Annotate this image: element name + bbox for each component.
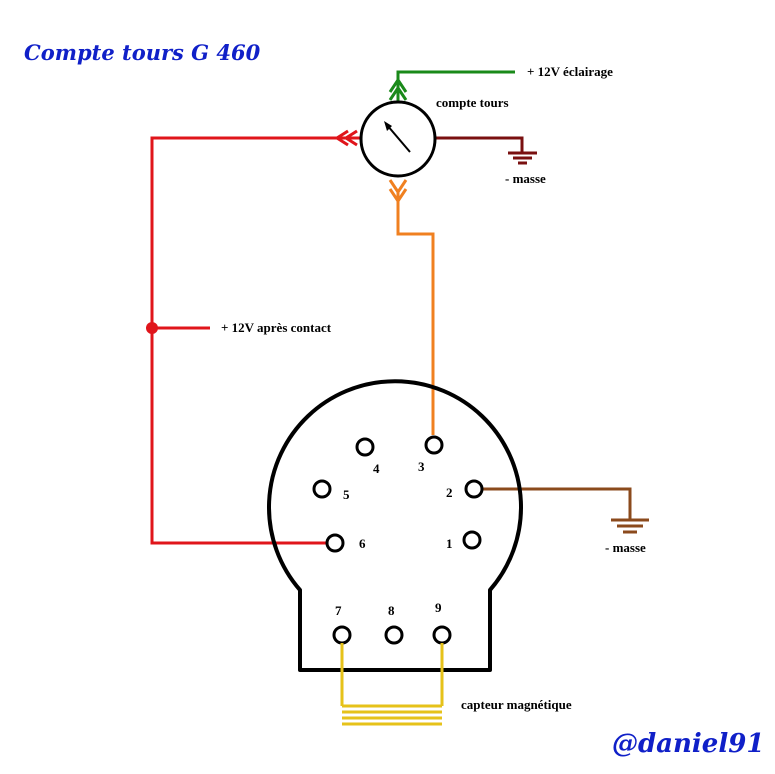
pin-number-3: 3 (418, 459, 425, 474)
ignition-label: + 12V après contact (221, 320, 332, 335)
pin-number-8: 8 (388, 603, 395, 618)
ground-symbol-icon (611, 518, 649, 534)
pin-number-1: 1 (446, 536, 453, 551)
ground-symbol-icon (508, 151, 537, 165)
tachometer-gauge (359, 100, 437, 178)
lighting-wire (388, 70, 515, 101)
pin-7 (332, 625, 352, 645)
connector-body (267, 379, 523, 672)
gauge-ground-wire (435, 136, 537, 165)
signature: @daniel91 (612, 729, 764, 759)
sensor-label: capteur magnétique (461, 697, 572, 712)
pin-6 (325, 533, 345, 553)
connector-ground-wire (482, 487, 649, 534)
pin-1 (462, 530, 482, 550)
pin-number-2: 2 (446, 485, 453, 500)
magnetic-sensor (340, 643, 444, 726)
pin-8 (384, 625, 404, 645)
pin-4 (355, 437, 375, 457)
pin-2 (464, 479, 484, 499)
pin-number-9: 9 (435, 600, 442, 615)
diagram-title: Compte tours G 460 (24, 40, 261, 65)
pin-number-7: 7 (335, 603, 342, 618)
needle-icon (384, 121, 392, 131)
pin-5 (312, 479, 332, 499)
ground-label-right: - masse (605, 540, 646, 555)
pin-3 (424, 435, 444, 455)
junction-dot (146, 322, 158, 334)
ignition-wire (146, 129, 361, 545)
connector-pins (312, 435, 484, 645)
lighting-label: + 12V éclairage (527, 64, 613, 79)
ground-label-top: - masse (505, 171, 546, 186)
pin-number-6: 6 (359, 536, 366, 551)
pin-number-4: 4 (373, 461, 380, 476)
pin-number-5: 5 (343, 487, 350, 502)
pin-9 (432, 625, 452, 645)
gauge-label: compte tours (436, 95, 509, 110)
signal-wire (388, 179, 435, 435)
